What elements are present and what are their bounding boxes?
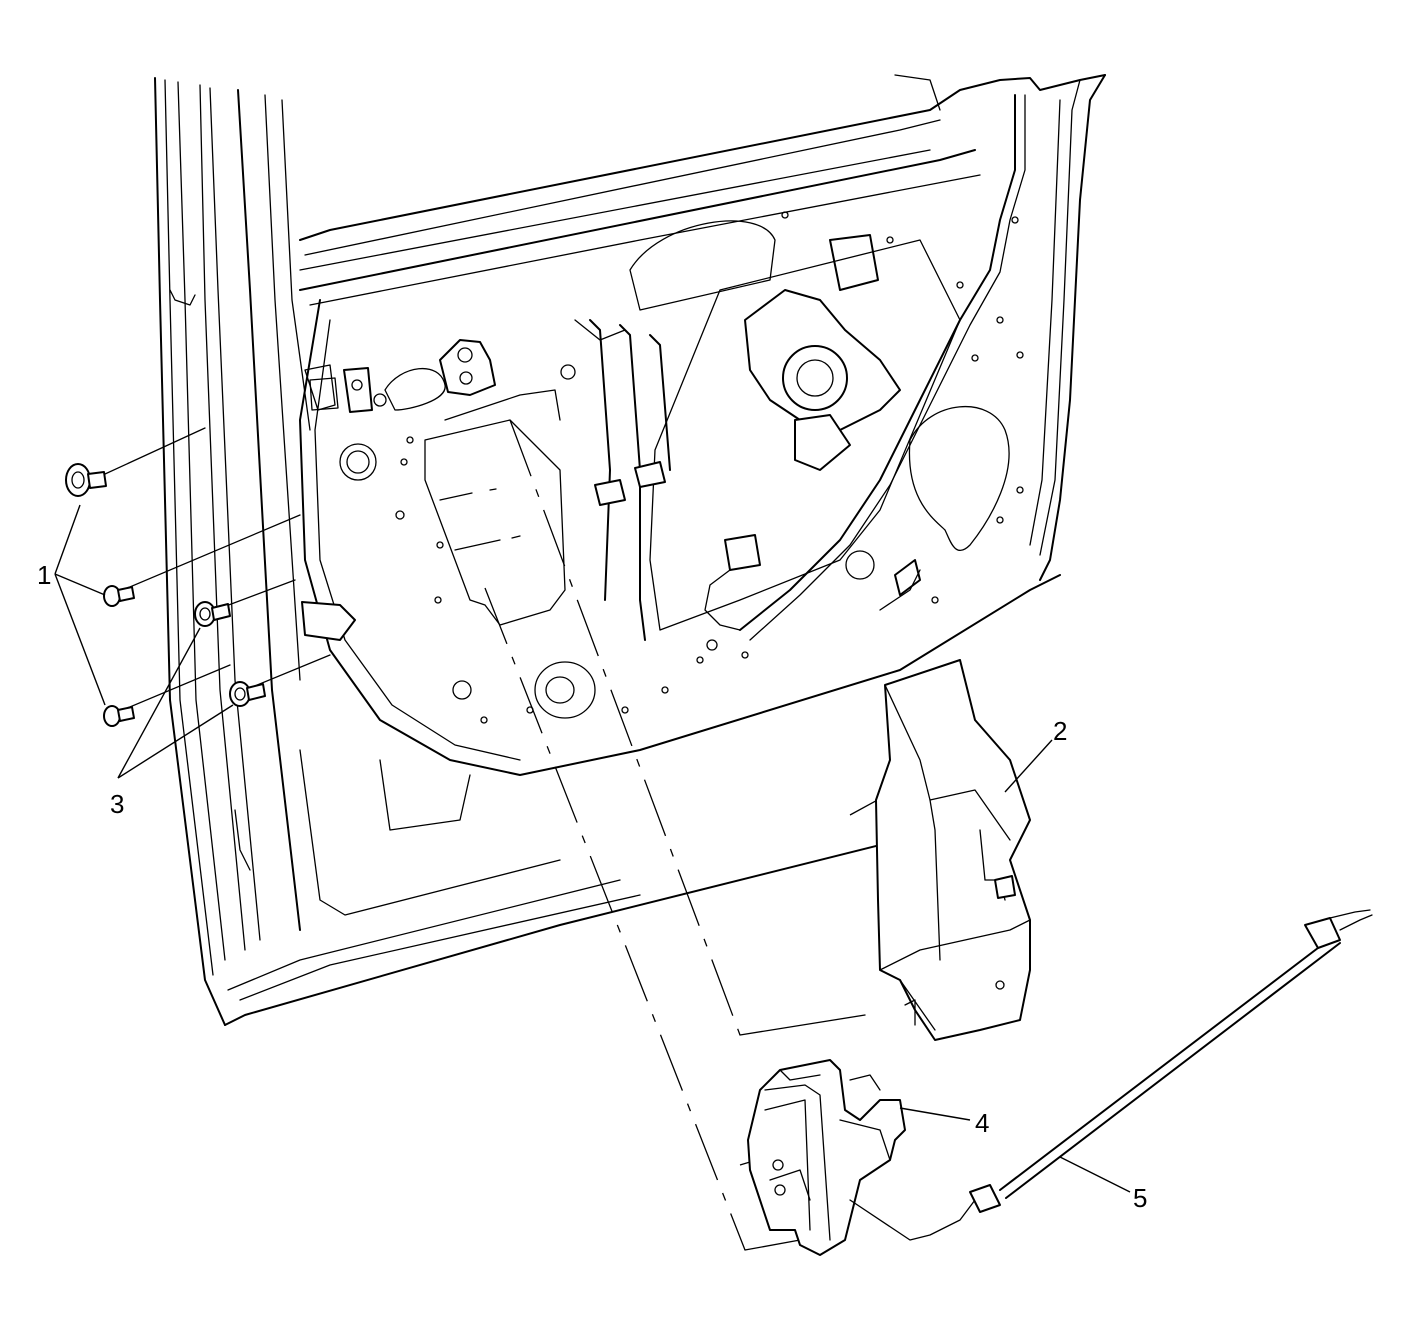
bolt-3a-icon bbox=[194, 601, 231, 627]
callout-1: 1 bbox=[37, 560, 51, 590]
door-latch bbox=[747, 1059, 976, 1256]
callout-4: 4 bbox=[975, 1108, 989, 1138]
inner-panel-features bbox=[309, 94, 1026, 724]
latch-rod bbox=[969, 909, 1373, 1213]
latch-shield bbox=[875, 659, 1031, 1041]
callout-2: 2 bbox=[1053, 716, 1067, 746]
panel-holes bbox=[373, 211, 1024, 724]
screw-1b-icon bbox=[103, 585, 135, 607]
latch-access-area bbox=[424, 389, 566, 626]
window-motor bbox=[744, 234, 901, 471]
screw-1c-icon bbox=[103, 705, 135, 727]
fasteners bbox=[65, 463, 266, 727]
callout-5: 5 bbox=[1133, 1183, 1147, 1213]
callout-3: 3 bbox=[110, 789, 124, 819]
bolt-3b-icon bbox=[229, 681, 266, 707]
screw-1a-icon bbox=[65, 463, 107, 497]
callout-leaders bbox=[54, 504, 1131, 1193]
door-frame bbox=[154, 74, 1106, 1026]
